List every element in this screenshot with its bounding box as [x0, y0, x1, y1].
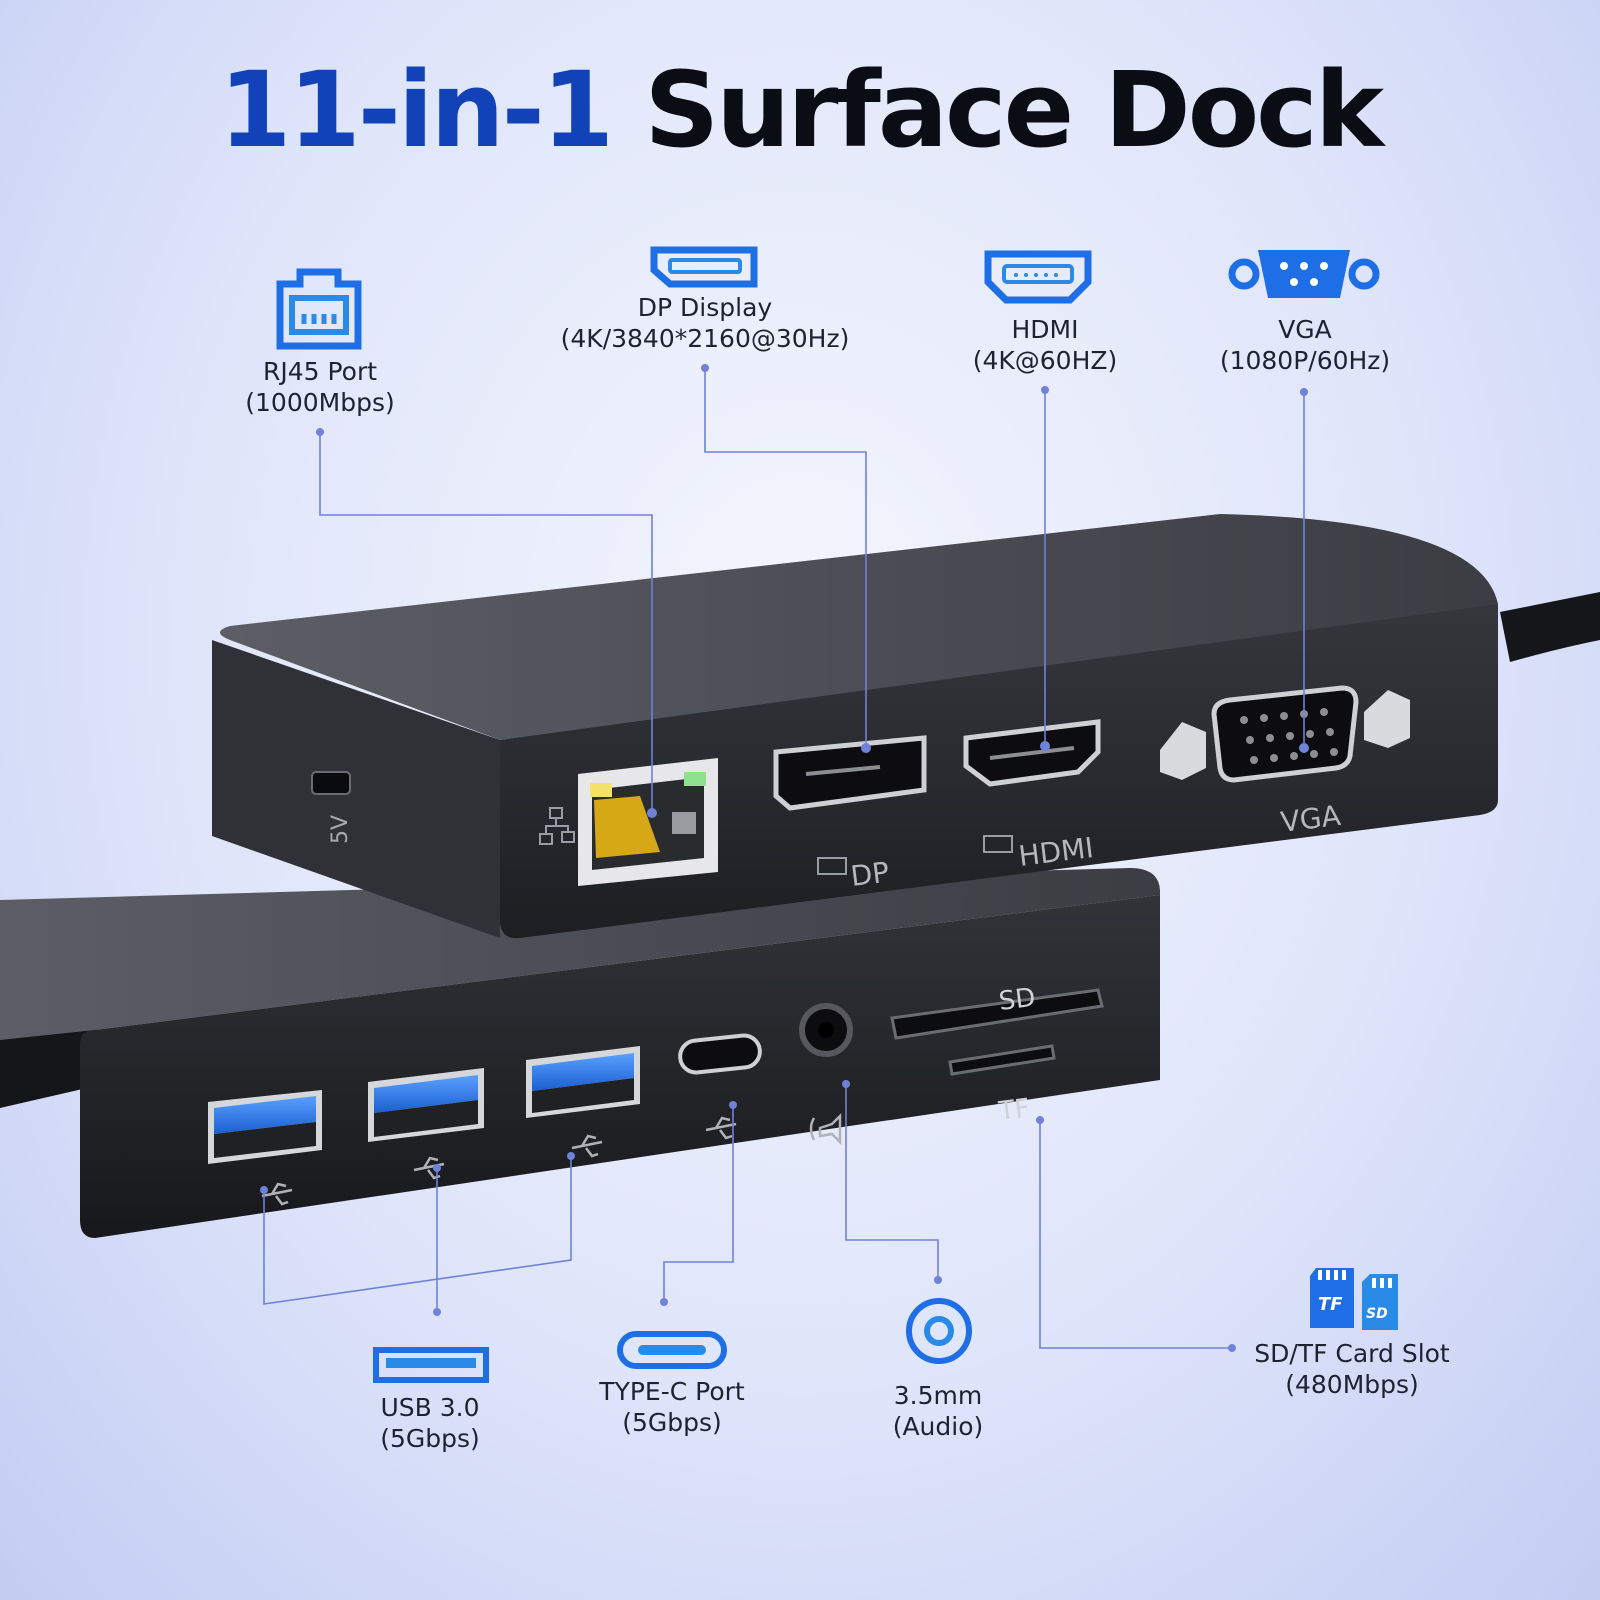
- usb-glyphs: [261, 1116, 737, 1206]
- callout-usb: USB 3.0 (5Gbps): [330, 1392, 530, 1454]
- network-glyph: [539, 807, 575, 845]
- callout-dp-line2: (4K/3840*2160@30Hz): [560, 324, 850, 353]
- callout-usb-line1: USB 3.0: [380, 1393, 480, 1422]
- callout-rj45-line2: (1000Mbps): [245, 388, 395, 417]
- callout-audio: 3.5mm (Audio): [858, 1380, 1018, 1442]
- callout-card: SD/TF Card Slot (480Mbps): [1232, 1338, 1472, 1400]
- usb-c-port: [678, 1033, 762, 1075]
- device-label-tf: TF: [996, 1093, 1031, 1127]
- callout-vga-line2: (1080P/60Hz): [1219, 346, 1391, 375]
- callout-card-line2: (480Mbps): [1285, 1370, 1419, 1399]
- callout-vga: VGA (1080P/60Hz): [1180, 314, 1430, 376]
- title-accent: 11-in-1: [219, 49, 614, 171]
- callout-hdmi: HDMI (4K@60HZ): [930, 314, 1160, 376]
- device-label-power: 5V: [328, 815, 353, 844]
- audio-jack-icon: [906, 1298, 972, 1364]
- callout-rj45: RJ45 Port (1000Mbps): [200, 356, 440, 418]
- page-title: 11-in-1 Surface Dock: [0, 58, 1600, 162]
- audio-glyph: [809, 1112, 842, 1146]
- ethernet-port-icon: [276, 268, 362, 350]
- callout-typec: TYPE-C Port (5Gbps): [560, 1376, 784, 1438]
- vga-icon: [1228, 250, 1380, 298]
- svg-text:TF: TF: [1318, 1294, 1343, 1315]
- callout-usb-line2: (5Gbps): [380, 1424, 480, 1453]
- cable-right: [1500, 592, 1600, 662]
- micro-usb-port: [311, 771, 351, 795]
- svg-text:SD: SD: [1366, 1306, 1388, 1322]
- sd-slot: [890, 988, 1104, 1040]
- callout-hdmi-line2: (4K@60HZ): [972, 346, 1118, 375]
- usb-a-icon: [373, 1347, 489, 1383]
- device-label-sd: SD: [997, 983, 1037, 1017]
- device-label-dp: DP: [849, 856, 891, 893]
- usb-c-icon: [617, 1331, 727, 1369]
- hdmi-display-glyph: [983, 835, 1013, 853]
- callout-vga-line1: VGA: [1278, 315, 1332, 344]
- usb-a-port-3: [526, 1046, 640, 1118]
- callout-typec-line2: (5Gbps): [622, 1408, 722, 1437]
- callout-typec-line1: TYPE-C Port: [599, 1377, 745, 1406]
- callout-dp: DP Display (4K/3840*2160@30Hz): [545, 292, 865, 354]
- tf-slot: [948, 1044, 1056, 1076]
- callout-audio-line2: (Audio): [892, 1412, 984, 1441]
- callout-rj45-line1: RJ45 Port: [262, 357, 378, 386]
- dp-port: [773, 735, 927, 811]
- callout-hdmi-line1: HDMI: [1011, 315, 1079, 344]
- leader-lines: [263, 368, 1305, 1349]
- leader-dots: [260, 364, 1309, 1352]
- callout-card-line1: SD/TF Card Slot: [1254, 1339, 1450, 1368]
- hdmi-icon: [984, 250, 1092, 304]
- callout-dp-line1: DP Display: [637, 293, 773, 322]
- usb-a-port-2: [368, 1068, 484, 1142]
- callout-audio-line1: 3.5mm: [893, 1381, 983, 1410]
- vga-port: [1160, 685, 1410, 783]
- displayport-icon: [650, 246, 758, 288]
- dp-display-glyph: [817, 857, 847, 875]
- device-label-vga: VGA: [1279, 799, 1343, 839]
- usb-a-port-1: [208, 1090, 322, 1164]
- rj45-port: [578, 758, 718, 886]
- title-rest: Surface Dock: [644, 49, 1384, 171]
- sd-tf-card-icon: TF SD: [1310, 1268, 1398, 1330]
